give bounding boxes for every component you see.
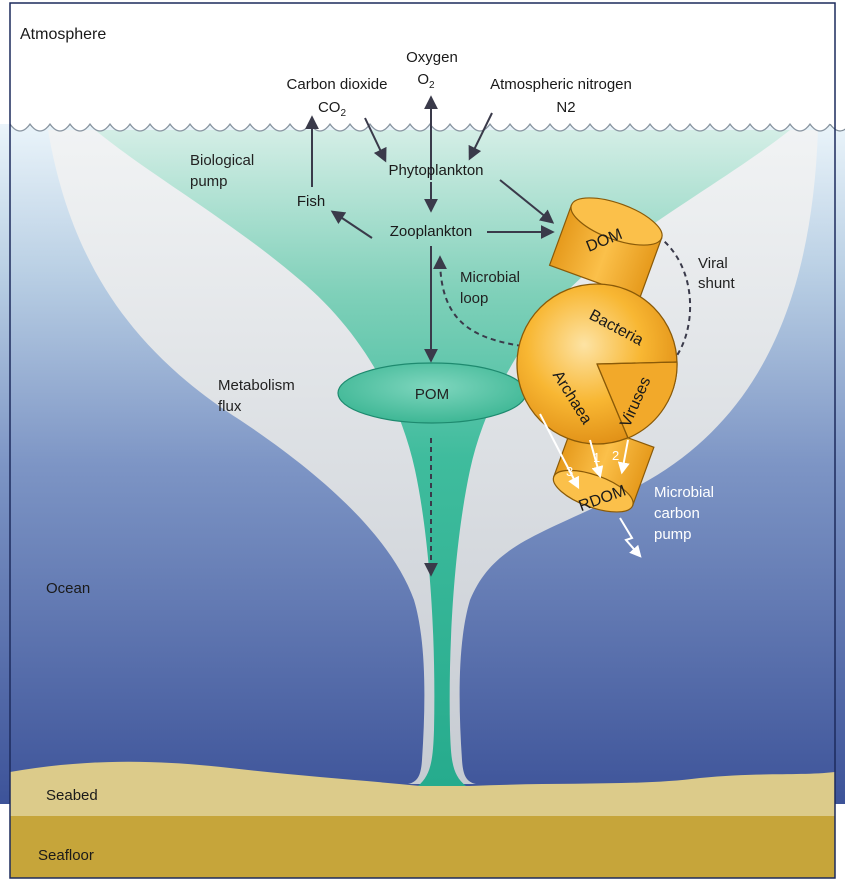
pathway-number-3: 3 xyxy=(566,464,573,479)
label-phytoplankton: Phytoplankton xyxy=(388,162,483,179)
label-viral: Viral xyxy=(698,255,728,272)
label-ocean: Ocean xyxy=(46,580,90,597)
label-n2: N2 xyxy=(556,99,575,116)
seafloor-layer xyxy=(10,816,835,878)
label-biological: Biological xyxy=(190,152,254,169)
pathway-number-2: 2 xyxy=(612,448,619,463)
label-seafloor: Seafloor xyxy=(38,847,94,864)
label-microbial: Microbial xyxy=(460,269,520,286)
label-mcp-microbial: Microbial xyxy=(654,484,714,501)
label-mcp-pump: pump xyxy=(654,526,692,543)
label-zooplankton: Zooplankton xyxy=(390,223,473,240)
label-seabed: Seabed xyxy=(46,787,98,804)
label-shunt: shunt xyxy=(698,275,736,292)
label-pump: pump xyxy=(190,173,228,190)
label-metabolism: Metabolism xyxy=(218,377,295,394)
label-atmosphere: Atmosphere xyxy=(20,26,106,43)
label-flux: flux xyxy=(218,398,242,415)
label-mcp-carbon: carbon xyxy=(654,505,700,522)
label-loop: loop xyxy=(460,290,488,307)
label-carbon-dioxide: Carbon dioxide xyxy=(287,76,388,93)
pathway-number-1: 1 xyxy=(593,450,600,465)
label-fish: Fish xyxy=(297,193,325,210)
label-atmospheric-nitrogen: Atmospheric nitrogen xyxy=(490,76,632,93)
label-pom: POM xyxy=(415,386,449,403)
label-oxygen: Oxygen xyxy=(406,49,458,66)
